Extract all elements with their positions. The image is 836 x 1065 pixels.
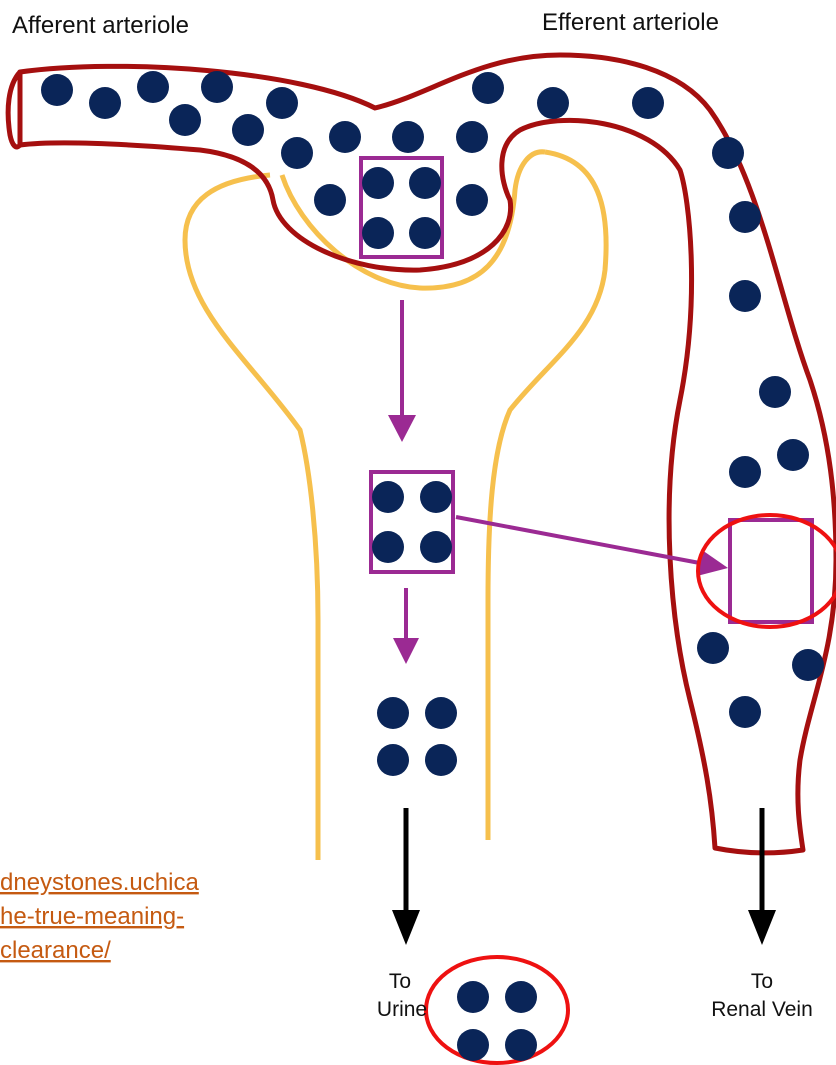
excreted-particles	[377, 697, 457, 776]
to-urine-label-line2: Urine	[377, 998, 427, 1021]
filtration-arrowhead	[388, 415, 416, 442]
excretion-arrowhead	[393, 638, 419, 664]
filtered-particles-top	[362, 167, 441, 249]
highlight-ellipse-vein	[698, 515, 836, 627]
source-link-line2[interactable]: he-true-meaning-	[0, 903, 184, 930]
vein-arrowhead	[748, 910, 776, 945]
urine-arrowhead	[392, 910, 420, 945]
source-link-line1[interactable]: dneystones.uchica	[0, 869, 199, 896]
afferent-arteriole-label: Afferent arteriole	[12, 12, 189, 39]
bowman-capsule-right	[488, 152, 606, 840]
to-renal-vein-label-line1: To	[751, 970, 773, 993]
to-urine-label-line1: To	[389, 970, 411, 993]
urine-particles	[457, 981, 537, 1061]
empty-reabsorption-box	[730, 520, 812, 622]
bowman-capsule-left	[185, 175, 318, 860]
efferent-arteriole-label: Efferent arteriole	[542, 9, 719, 36]
highlight-ellipse-urine	[426, 957, 568, 1063]
to-renal-vein-label-line2: Renal Vein	[711, 998, 813, 1021]
filtered-particles-middle	[372, 481, 452, 563]
source-link-line3[interactable]: clearance/	[0, 937, 111, 964]
